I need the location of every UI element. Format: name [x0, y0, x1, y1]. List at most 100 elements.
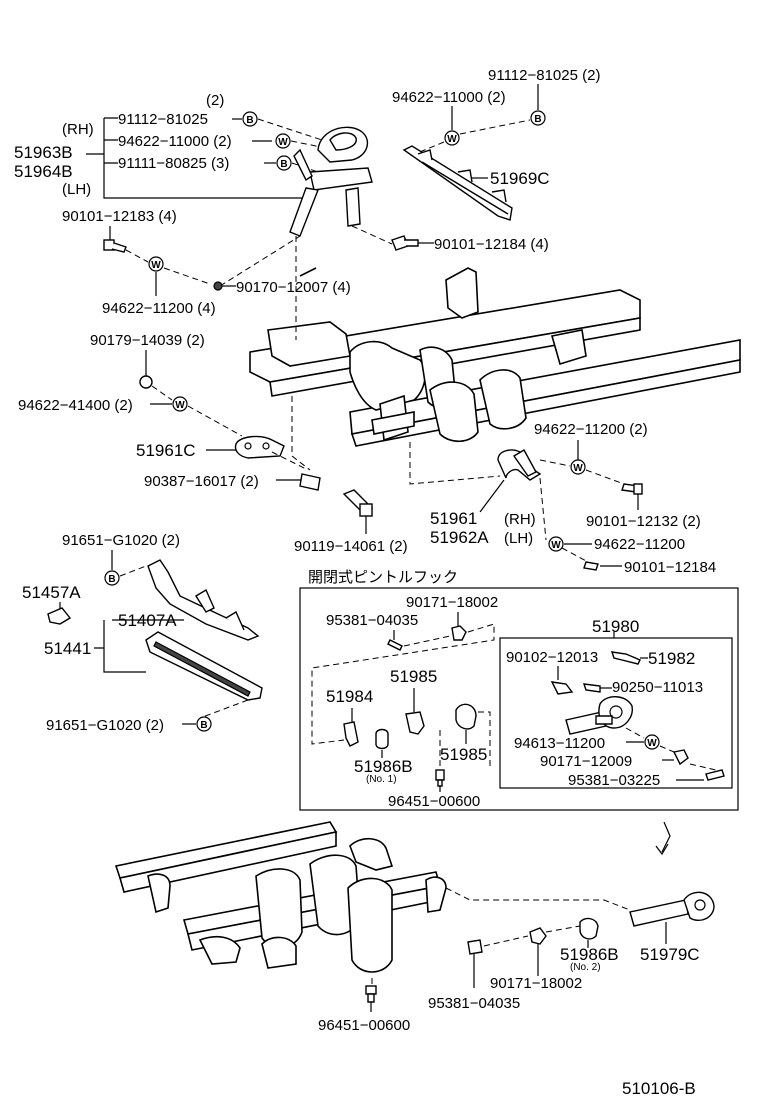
label-rh: (RH) [62, 121, 94, 138]
label-rh2: (RH) [504, 511, 536, 528]
label-51985-b: 51985 [440, 745, 487, 764]
spring-pin-part [582, 683, 601, 693]
nut-part [451, 625, 467, 641]
label-no2: (No. 2) [570, 962, 601, 973]
label-96451-00600-a: 96451−00600 [388, 793, 480, 810]
washer-symbol-text: W [151, 260, 161, 271]
tow-hook-group: 51961 (RH) 51962A (LH) 94622−11200 (2) W… [430, 421, 716, 576]
label-lh2: (LH) [504, 530, 533, 547]
dashed-leader [199, 699, 249, 719]
washer-symbol-text: W [551, 540, 561, 551]
fastener-set-2: 90179−14039 (2) 94622−41400 (2) W 51961C… [18, 332, 408, 555]
label-94622-41400: 94622−41400 (2) [18, 397, 133, 414]
washer-symbol: W [148, 256, 164, 272]
grease-cup-part [375, 728, 389, 750]
washer-symbol-text: W [175, 400, 185, 411]
bolt-symbol-text: B [108, 574, 115, 585]
dashed-leader [439, 711, 491, 770]
dashed-leader [445, 887, 631, 911]
label-90101-12184-a: 90101−12184 (4) [434, 236, 549, 253]
grease-fitting-part [365, 985, 377, 1003]
label-90171-12009: 90171−12009 [540, 753, 632, 770]
label-51963B: 51963B [14, 143, 73, 162]
label-51441: 51441 [44, 639, 91, 658]
label-51457A: 51457A [22, 583, 81, 602]
label-51986B-b: 51986B [560, 945, 619, 964]
label-51961C: 51961C [136, 441, 196, 460]
bolt-symbol-text: B [246, 115, 253, 126]
dashed-leader [689, 763, 717, 771]
pintle-hook-part [629, 891, 715, 927]
label-51984: 51984 [326, 687, 373, 706]
pintle-hook-part [565, 696, 633, 735]
label-90179-14039: 90179−14039 (2) [90, 332, 205, 349]
dashed-leader [125, 235, 301, 287]
chassis-frame-lower [114, 821, 447, 973]
guard-plate-51407A-part [147, 559, 260, 641]
washer-symbol: W [570, 459, 586, 475]
label-51964B: 51964B [14, 162, 73, 181]
label-91651-G1020-a: 91651−G1020 (2) [62, 532, 180, 549]
bolt-symbol: B [276, 155, 292, 171]
lock-part [343, 721, 359, 747]
washer-symbol: W [444, 130, 460, 146]
label-51982: 51982 [648, 649, 695, 668]
washer-symbol-text: W [647, 738, 657, 749]
bolt-symbol: B [104, 570, 120, 586]
arrow-head-icon [655, 843, 669, 856]
washer-symbol: W [172, 396, 188, 412]
bracket-leader-lines [94, 620, 146, 673]
rear-hook-bracket-group: (2) (RH) 51963B 51964B (LH) 91112−81025 … [14, 92, 373, 237]
hook-bracket-part [289, 126, 373, 237]
inset-subframe [499, 637, 733, 789]
sheet-code: 510106-B [622, 1079, 696, 1098]
inset-title: 開閉式ピントルフック [308, 569, 458, 586]
label-91112-81025-a: 91112−81025 [118, 111, 208, 128]
bolt-part [103, 239, 127, 253]
dashed-leader [119, 565, 147, 577]
bolt-symbol: B [242, 111, 258, 127]
label-no1: (No. 1) [366, 774, 397, 785]
nut-part [213, 281, 223, 291]
bolt-symbol-text: B [280, 159, 287, 170]
washer-symbol-text: W [278, 137, 288, 148]
clip-part [47, 607, 72, 625]
arrow-icon [661, 821, 671, 853]
label-94622-11200-c: 94622−11200 [594, 536, 685, 553]
under-guard-group: 91651−G1020 (2) B 51457A 51407A 51441 91… [22, 532, 263, 734]
guard-plate-51441-part [145, 631, 263, 701]
label-94622-11000-a: 94622−11000 (2) [118, 133, 232, 150]
label-96451-00600-b: 96451−00600 [318, 1017, 410, 1034]
nut-part [529, 927, 547, 945]
label-91112-81025-b: 91112−81025 (2) [488, 67, 600, 84]
cross-plate-group: 91112−81025 (2) B 94622−11000 (2) W 5196… [392, 67, 600, 221]
nut-part [672, 749, 689, 766]
collar-part [299, 473, 321, 491]
nut-part [139, 375, 153, 389]
label-90171-18002-b: 90171−18002 [490, 975, 582, 992]
label-90101-12184-b: 90101−12184 [624, 559, 716, 576]
label-90101-12183: 90101−12183 (4) [62, 208, 177, 225]
bushing-part [405, 711, 425, 735]
dashed-leader [291, 236, 501, 485]
washer-symbol-text: W [447, 134, 457, 145]
washer-symbol-text: W [573, 463, 583, 474]
dashed-leader [483, 925, 581, 947]
label-51980: 51980 [592, 617, 639, 636]
label-90250-11013: 90250−11013 [612, 679, 703, 696]
bolt-part [391, 235, 419, 251]
bolt-symbol: B [530, 110, 546, 126]
dashed-leader [351, 225, 393, 245]
cotter-pin-part [705, 769, 725, 781]
bracket-51961C-part [234, 435, 285, 459]
label-95381-04035-b: 95381−04035 [428, 995, 520, 1012]
label-51961: 51961 [430, 509, 477, 528]
label-90387-16017: 90387−16017 (2) [144, 473, 259, 490]
label-51979C: 51979C [640, 945, 700, 964]
leader-line [479, 479, 505, 513]
label-51962A: 51962A [430, 528, 489, 547]
washer-symbol: W [548, 536, 564, 552]
washer-symbol: W [644, 734, 660, 750]
label-94622-11200-a: 94622−11200 (4) [102, 300, 216, 317]
label-lh: (LH) [62, 181, 91, 198]
